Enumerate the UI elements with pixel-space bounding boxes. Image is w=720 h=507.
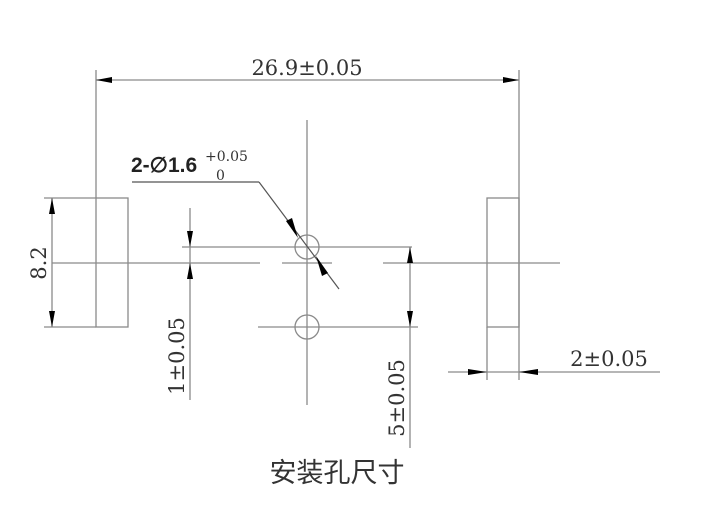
hole-1 <box>294 234 320 260</box>
pad-width-label: 2±0.05 <box>570 347 648 371</box>
hole-tol-upper: +0.05 <box>205 149 248 165</box>
pad-height-label: 8.2 <box>27 246 51 279</box>
hole-spacing-label: 5±0.05 <box>385 359 409 437</box>
hole-spacing-dimension: 5±0.05 <box>385 247 413 448</box>
pad-height-dimension: 8.2 <box>27 197 96 328</box>
left-pad <box>52 197 260 328</box>
hole-offset-dimension: 1±0.05 <box>165 208 193 400</box>
hole-callout: 2-∅1.6 +0.05 0 <box>131 149 340 290</box>
hole-spec-label: 2-∅1.6 <box>131 154 197 177</box>
overall-width-dimension: 26.9±0.05 <box>95 56 520 380</box>
hole-offset-label: 1±0.05 <box>165 317 189 395</box>
pad-width-dimension: 2±0.05 <box>448 347 660 375</box>
hole-2 <box>294 314 320 340</box>
hole-tol-lower: 0 <box>216 168 225 184</box>
drawing-title: 安装孔尺寸 <box>270 458 405 489</box>
overall-width-label: 26.9±0.05 <box>251 56 362 80</box>
